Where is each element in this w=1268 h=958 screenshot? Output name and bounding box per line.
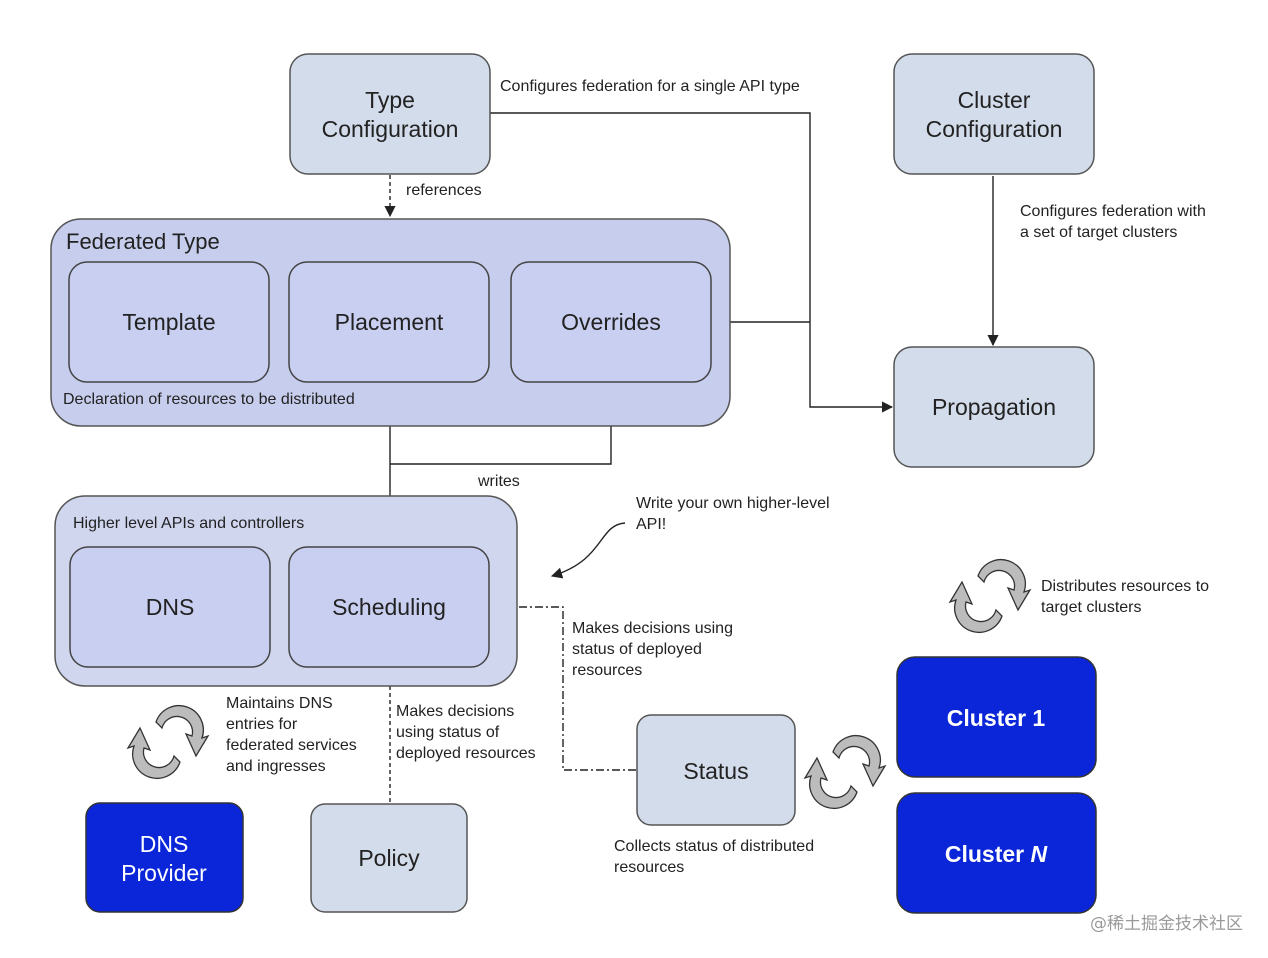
makes-decisions-status-line-2: status of deployed [572,641,702,658]
type-config-to-propagation-connector [490,112,894,413]
dns-provider-line-2: Provider [121,860,207,886]
cluster-1-node: Cluster 1 [896,656,1097,778]
federated-type-title: Federated Type [66,229,220,254]
overrides-label: Overrides [561,309,661,335]
federated-type-group: Federated Type Template Placement Overri… [50,218,731,427]
declaration-label: Declaration of resources to be distribut… [63,391,355,408]
propagation-node: Propagation [893,346,1095,468]
cluster-configuration-line-1: Cluster [958,87,1031,113]
status-cycle-icon [803,735,887,809]
status-to-scheduling-connector [490,601,636,771]
makes-decisions-status-line-3: resources [572,662,642,679]
dns-label: DNS [146,594,195,620]
watermark: @稀土掘金技术社区 [1090,914,1243,934]
cluster-1-label: Cluster 1 [947,705,1046,731]
distributes-line-1: Distributes resources to [1041,578,1209,595]
maintains-dns-line-1: Maintains DNS [226,695,333,712]
higher-level-title: Higher level APIs and controllers [73,515,304,532]
status-label: Status [683,758,748,784]
cluster-configuration-line-2: Configuration [926,116,1063,142]
collects-status-line-1: Collects status of distributed [614,838,814,855]
policy-label: Policy [358,845,420,871]
maintains-dns-line-3: federated services [226,737,357,754]
collects-status-line-2: resources [614,859,684,876]
cluster-n-node: Cluster N [896,792,1097,914]
template-node: Template [68,261,270,383]
write-your-own-line-1: Write your own higher-level [636,495,830,512]
makes-decisions-status-line-1: Makes decisions using [572,620,733,637]
configures-target-clusters-line-1: Configures federation with [1020,203,1206,220]
cluster-n-suffix: N [1031,841,1048,867]
configures-single-api-label: Configures federation for a single API t… [500,78,800,95]
distributes-cycle-icon [948,559,1032,633]
placement-node: Placement [288,261,490,383]
policy-node: Policy [310,803,468,913]
dns-provider-node: DNS Provider [85,802,244,913]
status-node: Status [636,714,796,826]
write-your-own-line-2: API! [636,516,666,533]
placement-label: Placement [335,309,444,335]
references-label: references [406,182,482,199]
write-your-own-curved-arrow [550,522,626,579]
dns-provider-line-1: DNS [140,831,189,857]
cluster-n-prefix: Cluster [945,841,1031,867]
dns-cycle-icon [126,705,210,779]
type-configuration-node: Type Configuration [289,53,491,175]
higher-level-group: Higher level APIs and controllers DNS Sc… [54,495,518,687]
distributes-line-2: target clusters [1041,599,1141,616]
makes-decisions-policy-line-3: deployed resources [396,745,536,762]
maintains-dns-line-2: entries for [226,716,298,733]
cluster-configuration-node: Cluster Configuration [893,53,1095,175]
overrides-node: Overrides [510,261,712,383]
writes-label: writes [477,473,520,490]
propagation-label: Propagation [932,394,1056,420]
type-configuration-line-2: Configuration [322,116,459,142]
dns-node: DNS [69,546,271,668]
configures-target-clusters-line-2: a set of target clusters [1020,224,1177,241]
scheduling-node: Scheduling [288,546,490,668]
makes-decisions-policy-line-1: Makes decisions [396,703,514,720]
maintains-dns-line-4: and ingresses [226,758,326,775]
template-label: Template [122,309,215,335]
cluster-n-label: Cluster N [945,841,1048,867]
scheduling-label: Scheduling [332,594,446,620]
makes-decisions-policy-line-2: using status of [396,724,500,741]
type-configuration-line-1: Type [365,87,415,113]
